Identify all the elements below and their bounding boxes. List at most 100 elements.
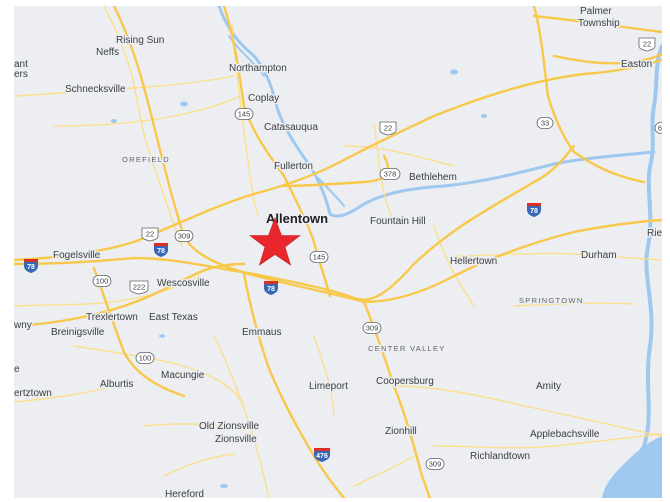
shield-100-north: 100 [92, 275, 112, 287]
svg-text:222: 222 [133, 282, 146, 291]
label-amity[interactable]: Amity [535, 380, 563, 394]
label-northampton[interactable]: Northampton [228, 62, 289, 76]
label-catasauqua[interactable]: Catasauqua [263, 121, 320, 135]
label-edge-ers: ers [14, 69, 28, 80]
label-limeport[interactable]: Limeport [308, 380, 350, 394]
label-fullerton[interactable]: Fullerton [273, 160, 315, 174]
svg-text:476: 476 [316, 453, 328, 460]
label-edge-wny: wny [14, 320, 32, 331]
easton-roads [552, 52, 662, 65]
delaware-bay [602, 436, 662, 498]
svg-text:78: 78 [27, 264, 35, 271]
us-22 [14, 58, 662, 262]
svg-text:378: 378 [384, 170, 397, 179]
interstate-78-west: 78 [24, 259, 38, 273]
svg-text:309: 309 [178, 232, 191, 241]
label-hereford[interactable]: Hereford [164, 488, 206, 499]
shield-6: 6 [654, 122, 662, 134]
shield-309-north: 309 [174, 230, 194, 242]
svg-text:33: 33 [541, 119, 549, 128]
label-hellertown[interactable]: Hellertown [449, 255, 499, 269]
pa-412 [362, 218, 662, 304]
svg-text:6: 6 [658, 124, 662, 133]
label-bethlehem[interactable]: Bethlehem [408, 171, 459, 185]
label-edge-e: e [14, 364, 20, 375]
shield-22-easton: 22 [638, 37, 656, 52]
label-trexlertown[interactable]: Trexlertown [85, 311, 140, 325]
label-easton[interactable]: Easton [620, 58, 654, 72]
pa-100 [92, 266, 186, 398]
label-edge-rieg: Rieg [647, 228, 662, 239]
shield-309-center: 309 [362, 322, 382, 334]
interstate-78-center: 78 [264, 281, 278, 295]
label-wescosville[interactable]: Wescosville [156, 277, 212, 291]
shield-378: 378 [379, 168, 401, 180]
svg-text:22: 22 [146, 229, 154, 238]
pa-145 [222, 6, 332, 298]
shield-309-south: 309 [425, 458, 445, 470]
svg-text:100: 100 [96, 277, 109, 286]
label-allentown[interactable]: Allentown [265, 210, 330, 228]
label-springtown[interactable]: SPRINGTOWN [518, 295, 584, 307]
label-mertztown[interactable]: ertztown [14, 387, 53, 401]
label-coplay[interactable]: Coplay [247, 92, 281, 106]
shield-33: 33 [536, 117, 554, 129]
label-zionhill[interactable]: Zionhill [384, 425, 419, 439]
route-33 [532, 6, 576, 154]
i-78 [14, 144, 576, 301]
interstate-476: 476 [314, 448, 330, 462]
label-palmer-township[interactable]: Township [577, 17, 622, 31]
i-476 [242, 272, 346, 498]
pa-309 [112, 6, 432, 498]
place-labels: Allentown Rising Sun Neffs Schnecksville… [14, 6, 662, 498]
route-shields: 145 145 22 22 22 [92, 37, 662, 470]
shield-100-south: 100 [135, 352, 155, 364]
lakes [111, 69, 637, 488]
label-center-valley[interactable]: CENTER VALLEY [367, 343, 446, 355]
label-richlandtown[interactable]: Richlandtown [469, 450, 532, 464]
interstate-shields: 78 78 78 78 [24, 203, 541, 462]
label-east-texas[interactable]: East Texas [148, 311, 200, 325]
svg-text:145: 145 [238, 110, 251, 119]
svg-text:78: 78 [157, 248, 165, 255]
label-old-zionsville[interactable]: Old Zionsville [198, 420, 261, 434]
svg-text:100: 100 [139, 354, 152, 363]
svg-text:145: 145 [313, 253, 326, 262]
label-alburtis[interactable]: Alburtis [99, 378, 135, 392]
label-edge-ant: ant [14, 59, 28, 70]
label-durham[interactable]: Durham [580, 249, 619, 263]
label-orefield[interactable]: OREFIELD [121, 154, 171, 166]
label-emmaus[interactable]: Emmaus [241, 326, 283, 340]
land-background [14, 6, 662, 498]
label-macungie[interactable]: Macungie [160, 369, 207, 383]
minor-roads [14, 6, 662, 498]
shield-145-south: 145 [309, 251, 329, 263]
label-fountain-hill[interactable]: Fountain Hill [369, 215, 428, 229]
label-palmer[interactable]: Palmer [579, 6, 614, 19]
shield-222: 222 [129, 280, 149, 295]
delaware-river [608, 44, 662, 498]
label-zionsville[interactable]: Zionsville [214, 433, 259, 447]
label-coopersburg[interactable]: Coopersburg [375, 375, 436, 389]
label-neffs[interactable]: Neffs [95, 46, 121, 60]
label-schnecksville[interactable]: Schnecksville [64, 83, 128, 97]
label-fogelsville[interactable]: Fogelsville [52, 249, 103, 263]
lehigh-river [217, 6, 656, 218]
monocacy-creek [313, 173, 345, 207]
svg-text:78: 78 [530, 208, 538, 215]
svg-text:309: 309 [366, 324, 379, 333]
svg-text:309: 309 [429, 460, 442, 469]
interstate-78-east: 78 [527, 203, 541, 217]
shield-145-north: 145 [234, 108, 254, 120]
map-canvas[interactable]: Allentown Rising Sun Neffs Schnecksville… [14, 6, 662, 498]
label-rising-sun[interactable]: Rising Sun [115, 34, 166, 48]
svg-text:22: 22 [643, 39, 651, 48]
label-breinigsville[interactable]: Breinigsville [50, 326, 107, 340]
label-applebachsville[interactable]: Applebachsville [529, 428, 602, 442]
shield-22-fogelsville: 22 [141, 227, 159, 242]
interstate-78-fogelsville: 78 [154, 243, 168, 257]
svg-text:22: 22 [384, 123, 392, 132]
river-branch [228, 35, 265, 77]
rivers [217, 6, 662, 498]
